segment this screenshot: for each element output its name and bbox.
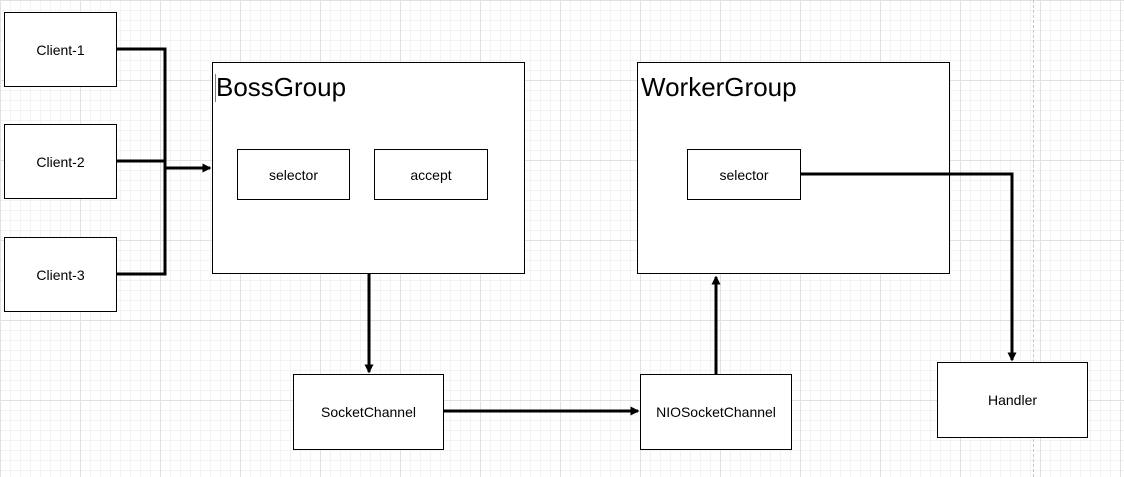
nio-socket-channel-node[interactable]: NIOSocketChannel	[640, 374, 792, 450]
socket-channel-label: SocketChannel	[321, 404, 416, 420]
page-guide-line	[1033, 0, 1034, 477]
boss-selector-node[interactable]: selector	[237, 149, 350, 200]
handler-node[interactable]: Handler	[937, 362, 1088, 438]
worker-group-title: WorkerGroup	[641, 72, 797, 102]
client-2-node[interactable]: Client-2	[4, 124, 117, 199]
connector-client1-to-boss	[117, 47, 212, 173]
boss-group-title: BossGroup	[216, 72, 347, 102]
handler-label: Handler	[987, 392, 1038, 408]
socket-channel-node[interactable]: SocketChannel	[293, 374, 444, 450]
client-3-label: Client-3	[36, 266, 85, 283]
client-2-label: Client-2	[36, 153, 85, 170]
connector-client2-to-boss	[117, 159, 210, 170]
boss-accept-node[interactable]: accept	[374, 149, 488, 200]
boss-accept-label: accept	[410, 166, 452, 183]
connector-client3-to-boss	[117, 166, 210, 276]
nio-socket-channel-label: NIOSocketChannel	[656, 404, 776, 420]
client-1-node[interactable]: Client-1	[4, 12, 117, 87]
text-cursor	[215, 74, 216, 102]
client-3-node[interactable]: Client-3	[4, 237, 117, 312]
worker-selector-label: selector	[719, 166, 769, 183]
client-1-label: Client-1	[36, 41, 85, 58]
boss-selector-label: selector	[268, 166, 319, 183]
worker-selector-node[interactable]: selector	[687, 149, 801, 200]
